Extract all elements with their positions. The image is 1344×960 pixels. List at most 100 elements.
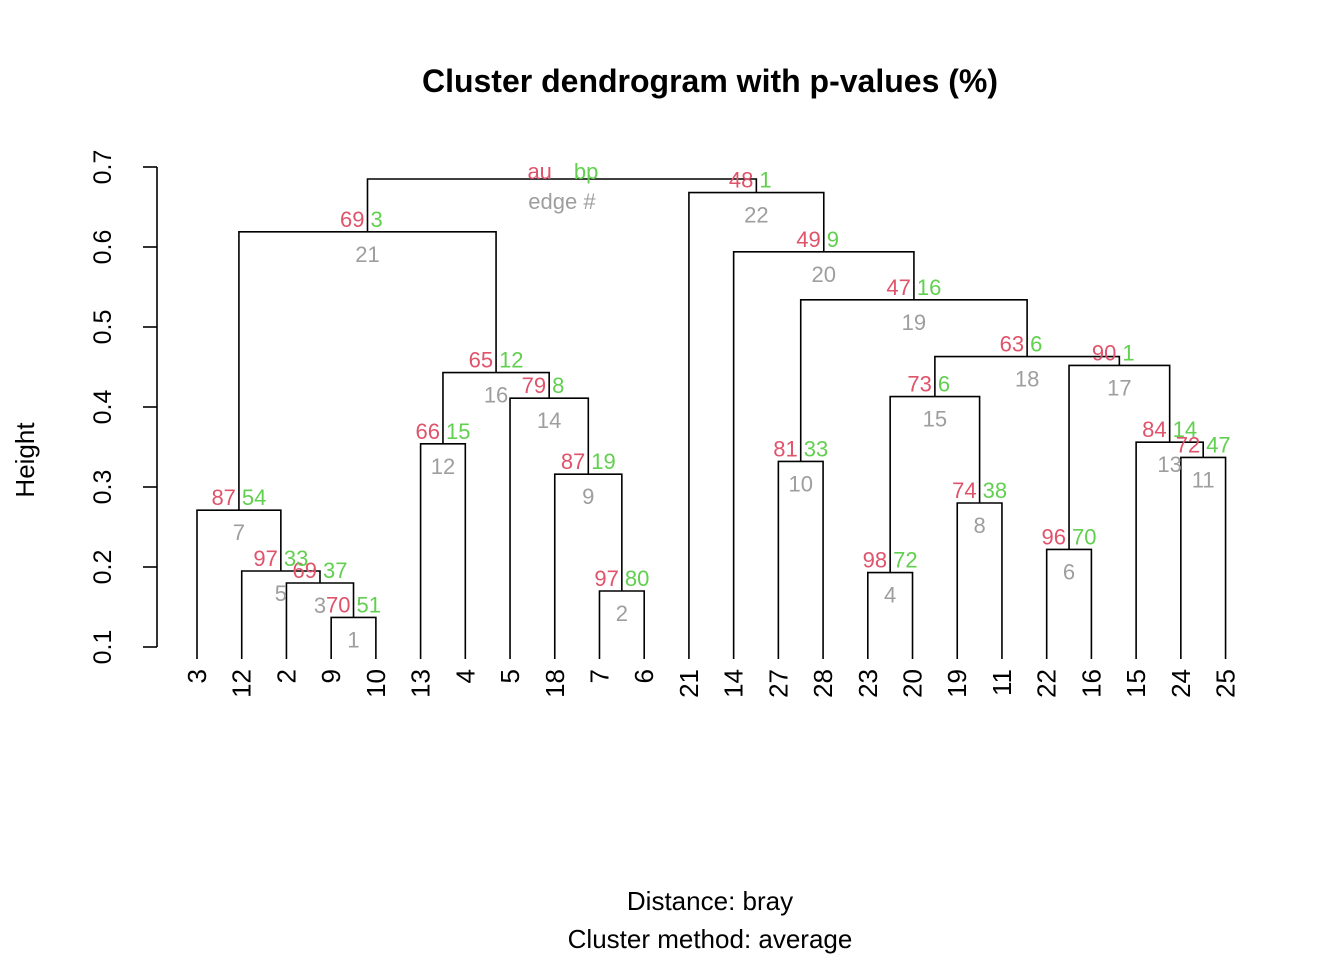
leaf-label: 21 [674, 669, 704, 698]
edge-number: 18 [1015, 367, 1039, 392]
edge-number: 12 [431, 454, 455, 479]
au-value: 81 [773, 436, 797, 461]
bp-value: 37 [323, 558, 347, 583]
au-value: 63 [1000, 332, 1024, 357]
au-value: 79 [522, 373, 546, 398]
edge-number: 22 [744, 203, 768, 228]
bp-value: 51 [357, 592, 381, 617]
y-tick-label: 0.4 [89, 390, 117, 425]
leaf-label: 25 [1211, 669, 1241, 698]
bp-value: 12 [499, 348, 523, 373]
bp-value: 16 [917, 275, 941, 300]
bp-value: 9 [827, 227, 839, 252]
edge-number: 17 [1107, 375, 1131, 400]
edge-number: 10 [788, 471, 812, 496]
leaf-label: 2 [271, 669, 301, 683]
bp-value: 33 [804, 436, 828, 461]
bp-value: 80 [625, 566, 649, 591]
leaf-label: 19 [942, 669, 972, 698]
legend-edge: edge # [528, 189, 596, 214]
bp-value: 3 [370, 207, 382, 232]
au-value: 48 [729, 168, 753, 193]
leaf-label: 13 [406, 669, 436, 698]
dendrogram-branch-21 [238, 231, 497, 511]
au-value: 90 [1092, 340, 1116, 365]
bp-value: 33 [284, 546, 308, 571]
bp-value: 54 [242, 485, 266, 510]
bp-value: 1 [1122, 340, 1134, 365]
y-tick-label: 0.6 [89, 230, 117, 265]
au-value: 96 [1042, 524, 1066, 549]
leaf-label: 20 [898, 669, 928, 698]
leaf-label: 15 [1121, 669, 1151, 698]
edge-number: 11 [1192, 467, 1215, 492]
leaf-label: 9 [316, 669, 346, 683]
bp-value: 19 [591, 449, 615, 474]
bp-value: 72 [893, 548, 917, 573]
leaf-label: 14 [719, 669, 749, 698]
au-value: 69 [340, 207, 364, 232]
bp-value: 6 [938, 372, 950, 397]
au-value: 97 [253, 546, 277, 571]
edge-number: 1 [347, 627, 359, 652]
au-value: 97 [594, 566, 618, 591]
dendrogram-branch-23 [366, 178, 758, 232]
leaf-label: 11 [987, 669, 1017, 696]
edge-number: 7 [233, 520, 245, 545]
bp-value: 15 [446, 419, 470, 444]
edge-number: 8 [973, 513, 985, 538]
au-value: 66 [415, 419, 439, 444]
leaf-label: 12 [227, 669, 257, 698]
bp-value: 8 [552, 373, 564, 398]
y-axis-label: Height [10, 422, 40, 498]
leaf-label: 6 [629, 669, 659, 683]
leaf-label: 7 [584, 669, 614, 683]
edge-number: 21 [355, 242, 379, 267]
edge-number: 9 [582, 484, 594, 509]
au-value: 65 [469, 348, 493, 373]
leaf-label: 22 [1032, 669, 1062, 698]
au-value: 87 [561, 449, 585, 474]
edge-number: 4 [884, 583, 896, 608]
edge-number: 3 [314, 593, 326, 618]
legend-bp: bp [574, 159, 598, 184]
au-value: 74 [952, 478, 976, 503]
dendrogram-branch-22 [688, 191, 825, 659]
edge-number: 16 [484, 383, 508, 408]
edge-number: 14 [537, 408, 561, 433]
chart-title: Cluster dendrogram with p-values (%) [422, 63, 998, 99]
edge-number: 13 [1157, 452, 1181, 477]
leaf-label: 27 [763, 669, 793, 698]
y-tick-label: 0.2 [89, 550, 117, 585]
bp-value: 70 [1072, 524, 1096, 549]
au-value: 98 [863, 548, 887, 573]
x-axis-label-method: Cluster method: average [568, 924, 853, 954]
leaf-label: 18 [540, 669, 570, 698]
leaf-label: 16 [1076, 669, 1106, 698]
edge-number: 15 [923, 407, 947, 432]
x-axis-label-distance: Distance: bray [627, 886, 793, 916]
y-axis: 0.1 0.2 0.3 0.4 0.5 0.6 0.7 [89, 150, 158, 665]
y-tick-label: 0.1 [89, 630, 117, 665]
leaf-label: 28 [808, 669, 838, 698]
leaf-label: 5 [495, 669, 525, 683]
au-value: 70 [326, 592, 350, 617]
au-value: 84 [1142, 417, 1166, 442]
dendrogram-branches [196, 178, 1227, 659]
au-value: 87 [211, 485, 235, 510]
bp-value: 14 [1173, 417, 1197, 442]
au-value: 47 [886, 275, 910, 300]
bp-value: 47 [1206, 432, 1230, 457]
leaf-label: 10 [361, 669, 391, 698]
y-tick-label: 0.3 [89, 470, 117, 505]
au-value: 69 [292, 558, 316, 583]
edge-number: 2 [616, 601, 628, 626]
leaf-label: 4 [450, 669, 480, 683]
y-tick-label: 0.7 [89, 150, 117, 185]
edge-number: 20 [812, 262, 836, 287]
y-tick-label: 0.5 [89, 310, 117, 345]
